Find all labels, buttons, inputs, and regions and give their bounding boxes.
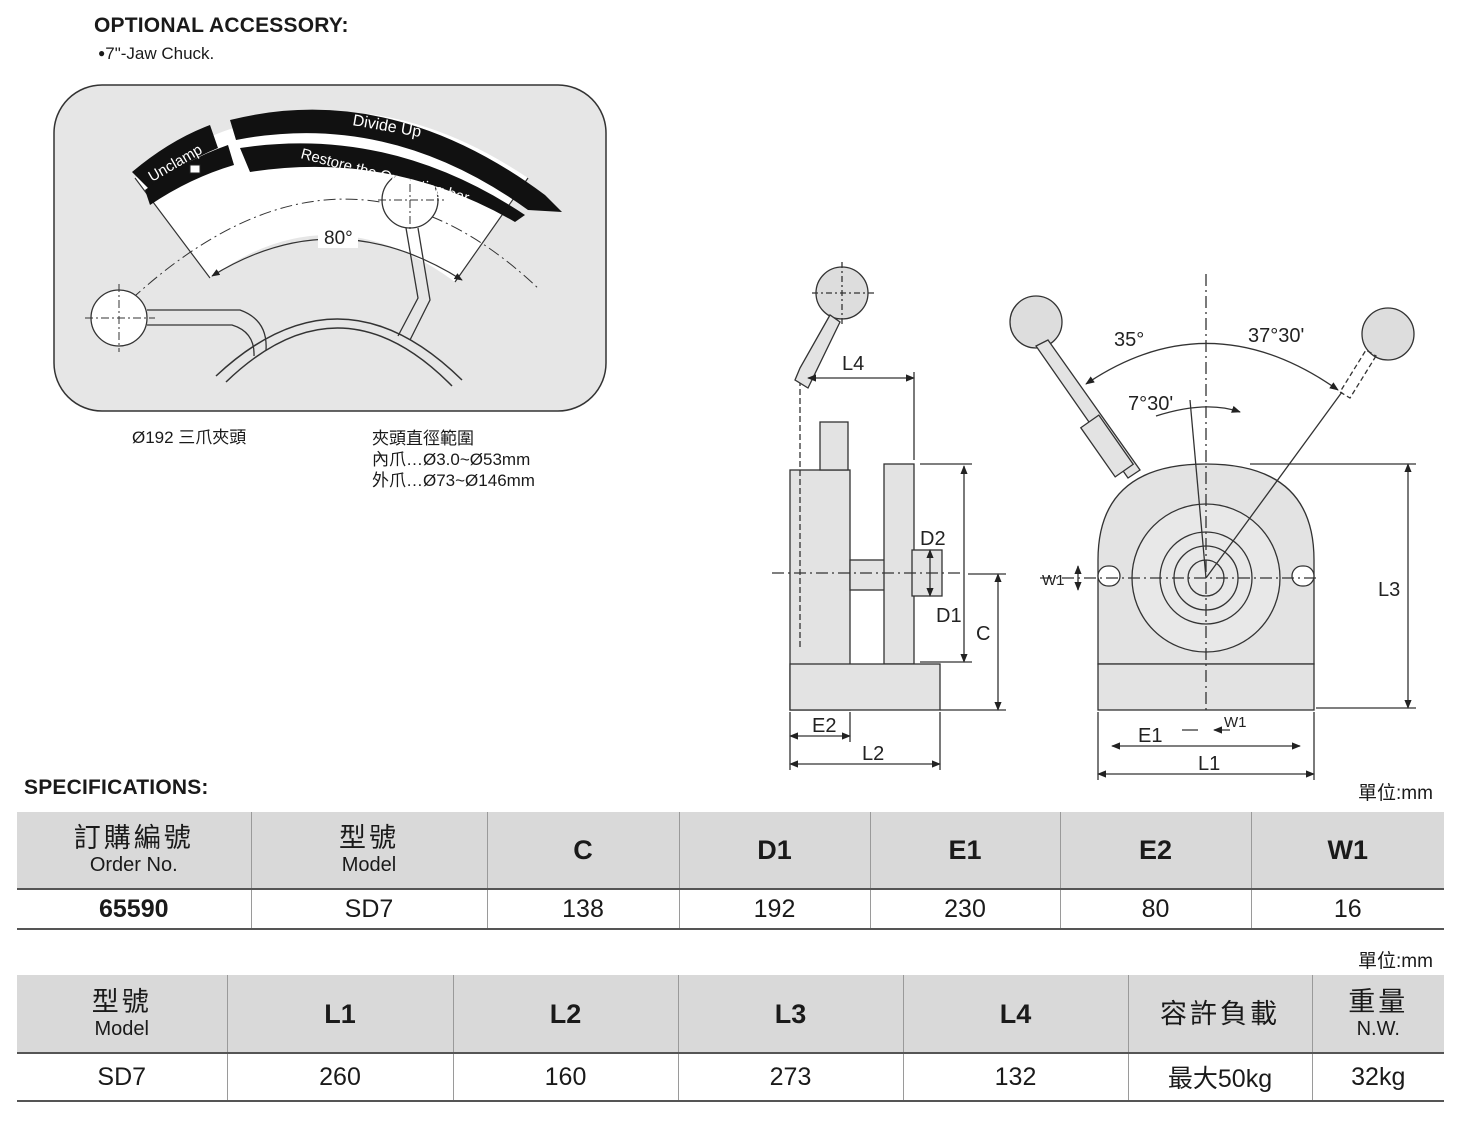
header-l1: L1 <box>227 975 454 1054</box>
dim-e1-label: E1 <box>1138 725 1162 747</box>
cell-l4: 132 <box>903 1053 1129 1102</box>
header-l2: L2 <box>453 975 679 1054</box>
angle-80-label: 80° <box>324 228 353 249</box>
dim-w1-bottom-label: W1 <box>1224 714 1247 731</box>
header-d1: D1 <box>679 812 871 890</box>
chuck-caption: Ø192 三爪夾頭 <box>132 428 247 447</box>
bullet-icon: ● <box>98 46 106 60</box>
dim-l1-label: L1 <box>1198 753 1220 775</box>
cell-e2: 80 <box>1060 889 1252 930</box>
cell-order-no: 65590 <box>17 889 252 930</box>
chuck-range-title: 夾頭直徑範圍 <box>372 429 474 448</box>
angle-37-label: 37°30' <box>1248 325 1304 347</box>
dim-e2-label: E2 <box>812 715 836 737</box>
header-load: 容許負載 <box>1128 975 1313 1054</box>
accessory-item: ●7"-Jaw Chuck. <box>98 44 214 64</box>
chuck-range-block: 夾頭直徑範圍 內爪…Ø3.0~Ø53mm 外爪…Ø73~Ø146mm <box>372 428 535 491</box>
header-c: C <box>487 812 680 890</box>
dim-w1-left-label: W1 <box>1042 572 1065 589</box>
cell-model: SD7 <box>17 1053 228 1102</box>
cell-l1: 260 <box>227 1053 454 1102</box>
header-w1: W1 <box>1251 812 1444 890</box>
angle-7-label: 7°30' <box>1128 393 1173 415</box>
cell-model: SD7 <box>251 889 488 930</box>
cell-l2: 160 <box>453 1053 679 1102</box>
unit-label-2: 單位:mm <box>1358 951 1433 972</box>
side-view-drawing <box>772 262 1006 770</box>
front-view-drawing <box>1009 274 1416 780</box>
cell-e1: 230 <box>870 889 1061 930</box>
cell-weight: 32kg <box>1312 1053 1444 1102</box>
dim-c-label: C <box>976 623 990 645</box>
chuck-range-inner: 內爪…Ø3.0~Ø53mm <box>372 450 531 469</box>
header-e2: E2 <box>1060 812 1252 890</box>
accessory-heading: OPTIONAL ACCESSORY: <box>94 14 349 37</box>
unit-label-1: 單位:mm <box>1358 783 1433 804</box>
accessory-item-label: 7"-Jaw Chuck. <box>105 44 215 63</box>
dim-d1-label: D1 <box>936 605 962 627</box>
cell-d1: 192 <box>679 889 871 930</box>
header-e1: E1 <box>870 812 1061 890</box>
technical-drawing: Unclamp Clamp Divide Up Restore the Oper… <box>53 84 1416 780</box>
cell-w1: 16 <box>1251 889 1444 930</box>
cell-c: 138 <box>487 889 680 930</box>
cell-l3: 273 <box>678 1053 904 1102</box>
header-l3: L3 <box>678 975 904 1054</box>
angle-35-label: 35° <box>1114 329 1144 351</box>
table-row: 65590 SD7 138 192 230 80 16 <box>17 889 1444 930</box>
dim-l3-label: L3 <box>1378 579 1400 601</box>
table-row: SD7 260 160 273 132 最大50kg 32kg <box>17 1053 1444 1102</box>
chuck-range-outer: 外爪…Ø73~Ø146mm <box>372 471 535 490</box>
accessory-diagram: Unclamp Clamp Divide Up Restore the Oper… <box>53 84 607 412</box>
dim-l2-label: L2 <box>862 743 884 765</box>
dim-d2-label: D2 <box>920 528 946 550</box>
cell-load: 最大50kg <box>1128 1053 1313 1102</box>
dim-l4-label: L4 <box>842 353 864 375</box>
header-l4: L4 <box>903 975 1129 1054</box>
specs-heading: SPECIFICATIONS: <box>24 776 209 799</box>
